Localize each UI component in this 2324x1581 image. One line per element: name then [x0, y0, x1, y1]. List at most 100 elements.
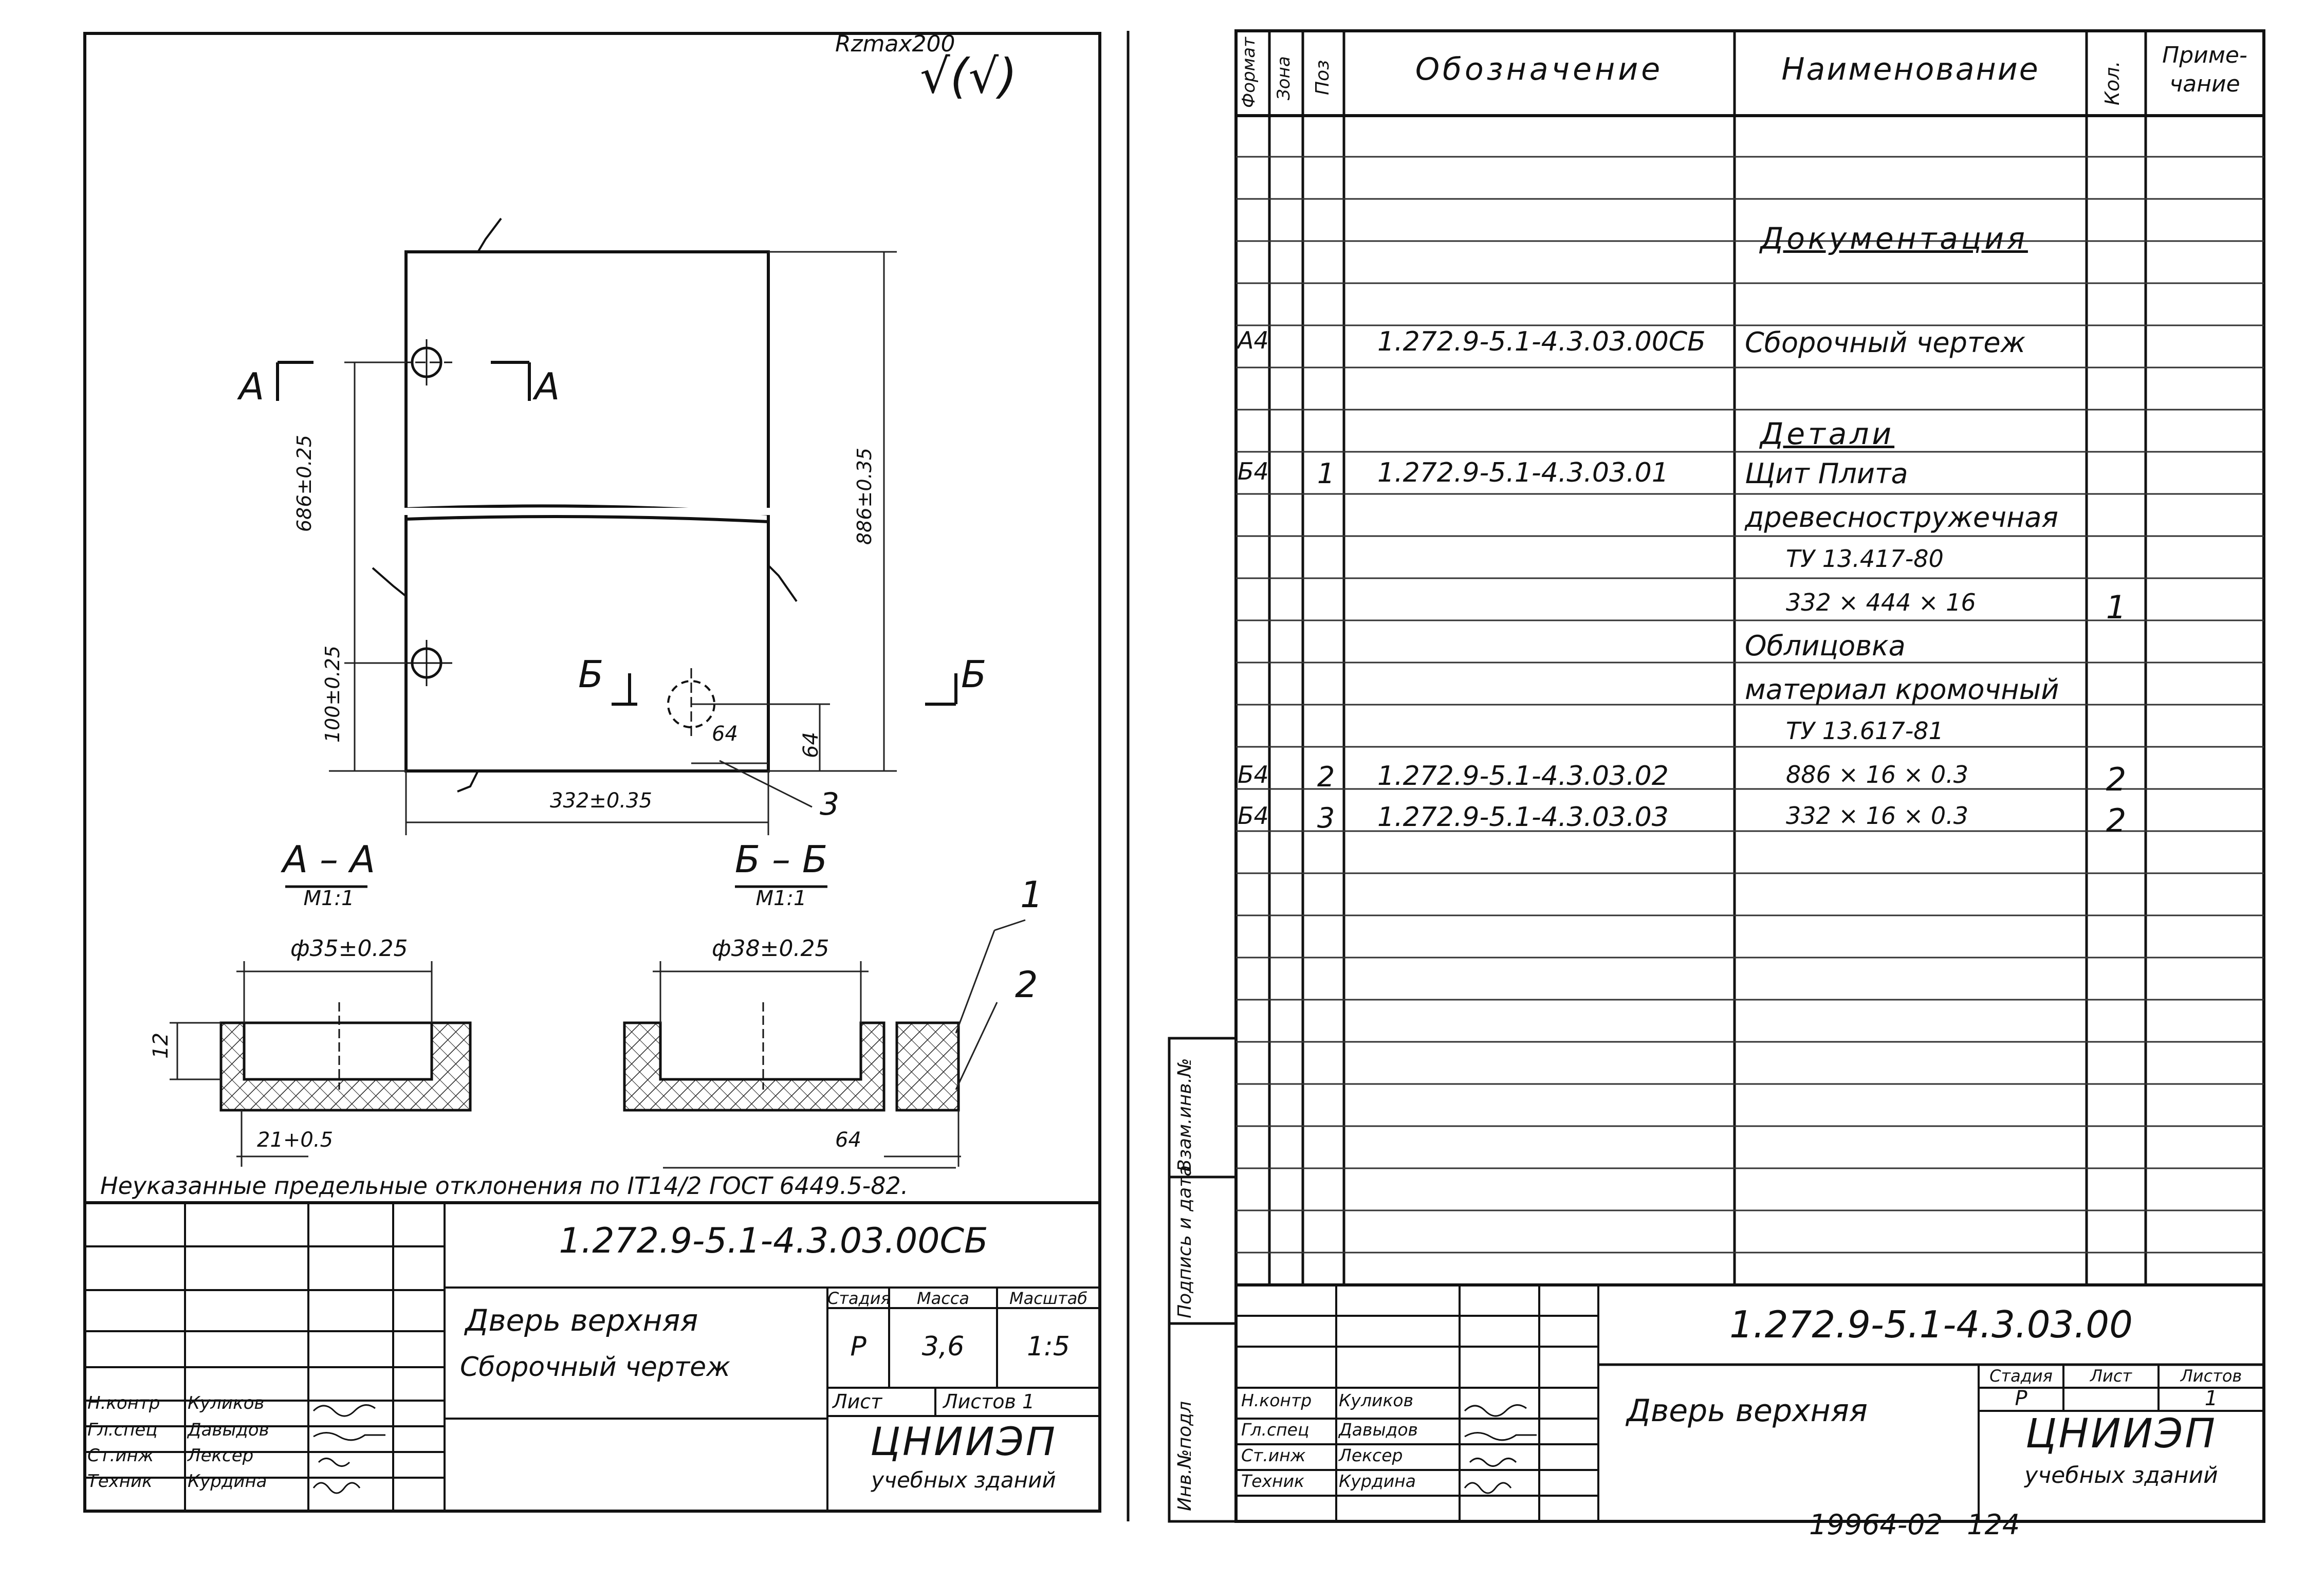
- roughness-symbol: √(√): [920, 49, 1018, 104]
- row-format: А4: [1238, 326, 1269, 354]
- left-stamp-grid: [85, 1203, 1100, 1511]
- row-name: Документация: [1760, 221, 2028, 256]
- right-role-1: Гл.спец: [1241, 1420, 1309, 1440]
- left-role-3: Техник: [87, 1471, 153, 1492]
- right-role-2: Ст.инж: [1241, 1445, 1306, 1465]
- right-stamp-stage: Р: [2015, 1387, 2027, 1410]
- section-bb-title: Б – Б: [734, 838, 828, 881]
- right-sheet-frame: [1234, 29, 2265, 1523]
- left-name-2: Лексер: [188, 1445, 254, 1466]
- left-stamp-title: Дверь верхняя: [465, 1303, 698, 1338]
- header-designation: Обозначение: [1415, 51, 1664, 87]
- row-position: 1: [1317, 457, 1335, 490]
- right-stamp-grid: [1236, 1283, 2264, 1521]
- row-quantity: 2: [2106, 761, 2127, 798]
- left-name-1: Давыдов: [188, 1420, 269, 1440]
- dim-686: 686±0.25: [293, 435, 316, 532]
- dim-64-vertical: 64: [799, 732, 823, 758]
- row-name: Сборочный чертеж: [1745, 326, 2026, 359]
- section-views: [170, 885, 1026, 1169]
- right-name-0: Куликов: [1339, 1390, 1414, 1410]
- dim-d35: ф35±0.25: [290, 935, 408, 962]
- section-aa-scale: М1:1: [303, 887, 355, 910]
- header-note: Приме-чание: [2162, 42, 2247, 97]
- left-stamp-mass-header: Масса: [916, 1289, 969, 1308]
- dim-886: 886±0.35: [853, 448, 876, 545]
- tolerance-note: Неуказанные предельные отклонения по IT1…: [100, 1172, 909, 1200]
- spec-table-grid: [1236, 31, 2264, 1285]
- section-b-marker-left: Б: [578, 653, 604, 696]
- left-stamp-stage: Р: [850, 1331, 866, 1362]
- row-name: 332 × 444 × 16: [1786, 589, 1976, 616]
- dim-d38: ф38±0.25: [712, 935, 829, 962]
- row-name: древесностружечная: [1745, 501, 2058, 534]
- section-a-marker-right: А: [534, 365, 560, 408]
- dim-332: 332±0.35: [550, 789, 652, 813]
- header-pos: Поз: [1312, 60, 1333, 95]
- right-stamp-sheets: 1: [2204, 1387, 2218, 1410]
- callout-3: 3: [820, 786, 840, 822]
- row-position: 3: [1317, 802, 1335, 834]
- right-name-1: Давыдов: [1339, 1420, 1418, 1440]
- header-name: Наименование: [1781, 51, 2040, 87]
- section-aa-title: А – А: [282, 838, 376, 881]
- header-format: Формат: [1239, 37, 1259, 108]
- row-format: Б4: [1238, 761, 1269, 788]
- row-name: 886 × 16 × 0.3: [1786, 761, 1969, 788]
- right-stamp-title: Дверь верхняя: [1627, 1393, 1868, 1429]
- row-name: Облицовка: [1745, 630, 1906, 662]
- row-name: материал кромочный: [1745, 673, 2059, 706]
- spec-table-rows: [1236, 156, 2264, 1254]
- left-role-0: Н.контр: [87, 1393, 160, 1413]
- row-quantity: 1: [2106, 589, 2127, 626]
- row-quantity: 2: [2106, 802, 2127, 839]
- right-stamp-code: 1.272.9-5.1-4.3.03.00: [1729, 1303, 2133, 1346]
- row-format: Б4: [1238, 457, 1269, 485]
- row-format: Б4: [1238, 802, 1269, 830]
- left-stamp-org: ЦНИИЭП: [870, 1419, 1058, 1464]
- right-stamp-stage-header: Стадия: [1989, 1366, 2053, 1386]
- right-name-3: Курдина: [1339, 1471, 1416, 1491]
- row-position: 2: [1317, 761, 1335, 793]
- left-name-0: Куликов: [188, 1393, 265, 1413]
- row-name: 332 × 16 × 0.3: [1786, 802, 1969, 830]
- section-b-marker-right: Б: [961, 653, 987, 696]
- left-stamp-scale: 1:5: [1027, 1331, 1070, 1362]
- header-qty: Кол.: [2101, 61, 2124, 105]
- row-designation: 1.272.9-5.1-4.3.03.03: [1377, 802, 1669, 833]
- archive-number: 19964-02 124: [1809, 1509, 2020, 1541]
- left-stamp-mass: 3,6: [921, 1331, 965, 1362]
- dim-64-horizontal: 64: [712, 722, 738, 746]
- right-role-3: Техник: [1241, 1471, 1304, 1491]
- row-name: ТУ 13.617-81: [1786, 717, 1944, 745]
- row-name: Детали: [1760, 416, 1895, 451]
- left-sheet-frame: [83, 32, 1101, 1513]
- right-name-2: Лексер: [1339, 1445, 1403, 1465]
- dim-100: 100±0.25: [321, 646, 344, 743]
- left-stamp-stage-header: Стадия: [827, 1289, 891, 1308]
- left-stamp-scale-header: Масштаб: [1009, 1289, 1088, 1308]
- side-label-replace: Взам.инв.№: [1174, 1058, 1195, 1172]
- row-designation: 1.272.9-5.1-4.3.03.02: [1377, 761, 1669, 792]
- dim-21: 21+0.5: [257, 1128, 334, 1152]
- left-stamp-sheet: Лист: [833, 1390, 882, 1413]
- right-stamp-sheets-header: Листов: [2180, 1366, 2242, 1386]
- callout-2: 2: [1015, 964, 1038, 1006]
- right-role-0: Н.контр: [1241, 1390, 1312, 1410]
- row-designation: 1.272.9-5.1-4.3.03.01: [1377, 457, 1669, 488]
- right-stamp-org-sub: учебных зданий: [2024, 1462, 2218, 1488]
- left-role-1: Гл.спец: [87, 1420, 158, 1440]
- side-label-sign: Подпись и дата: [1174, 1165, 1195, 1318]
- left-role-2: Ст.инж: [87, 1445, 154, 1466]
- dim-12: 12: [149, 1033, 173, 1059]
- row-name: Щит Плита: [1745, 457, 1908, 490]
- left-stamp-org-sub: учебных зданий: [871, 1467, 1056, 1493]
- callout-1: 1: [1020, 874, 1043, 916]
- header-zone: Зона: [1274, 56, 1294, 100]
- right-stamp-sheet-header: Лист: [2090, 1366, 2132, 1386]
- left-name-3: Курдина: [188, 1471, 267, 1492]
- dimension-lines: [329, 251, 897, 835]
- side-label-inv: Инв.№подл: [1174, 1401, 1195, 1511]
- dim-64-section: 64: [835, 1128, 861, 1152]
